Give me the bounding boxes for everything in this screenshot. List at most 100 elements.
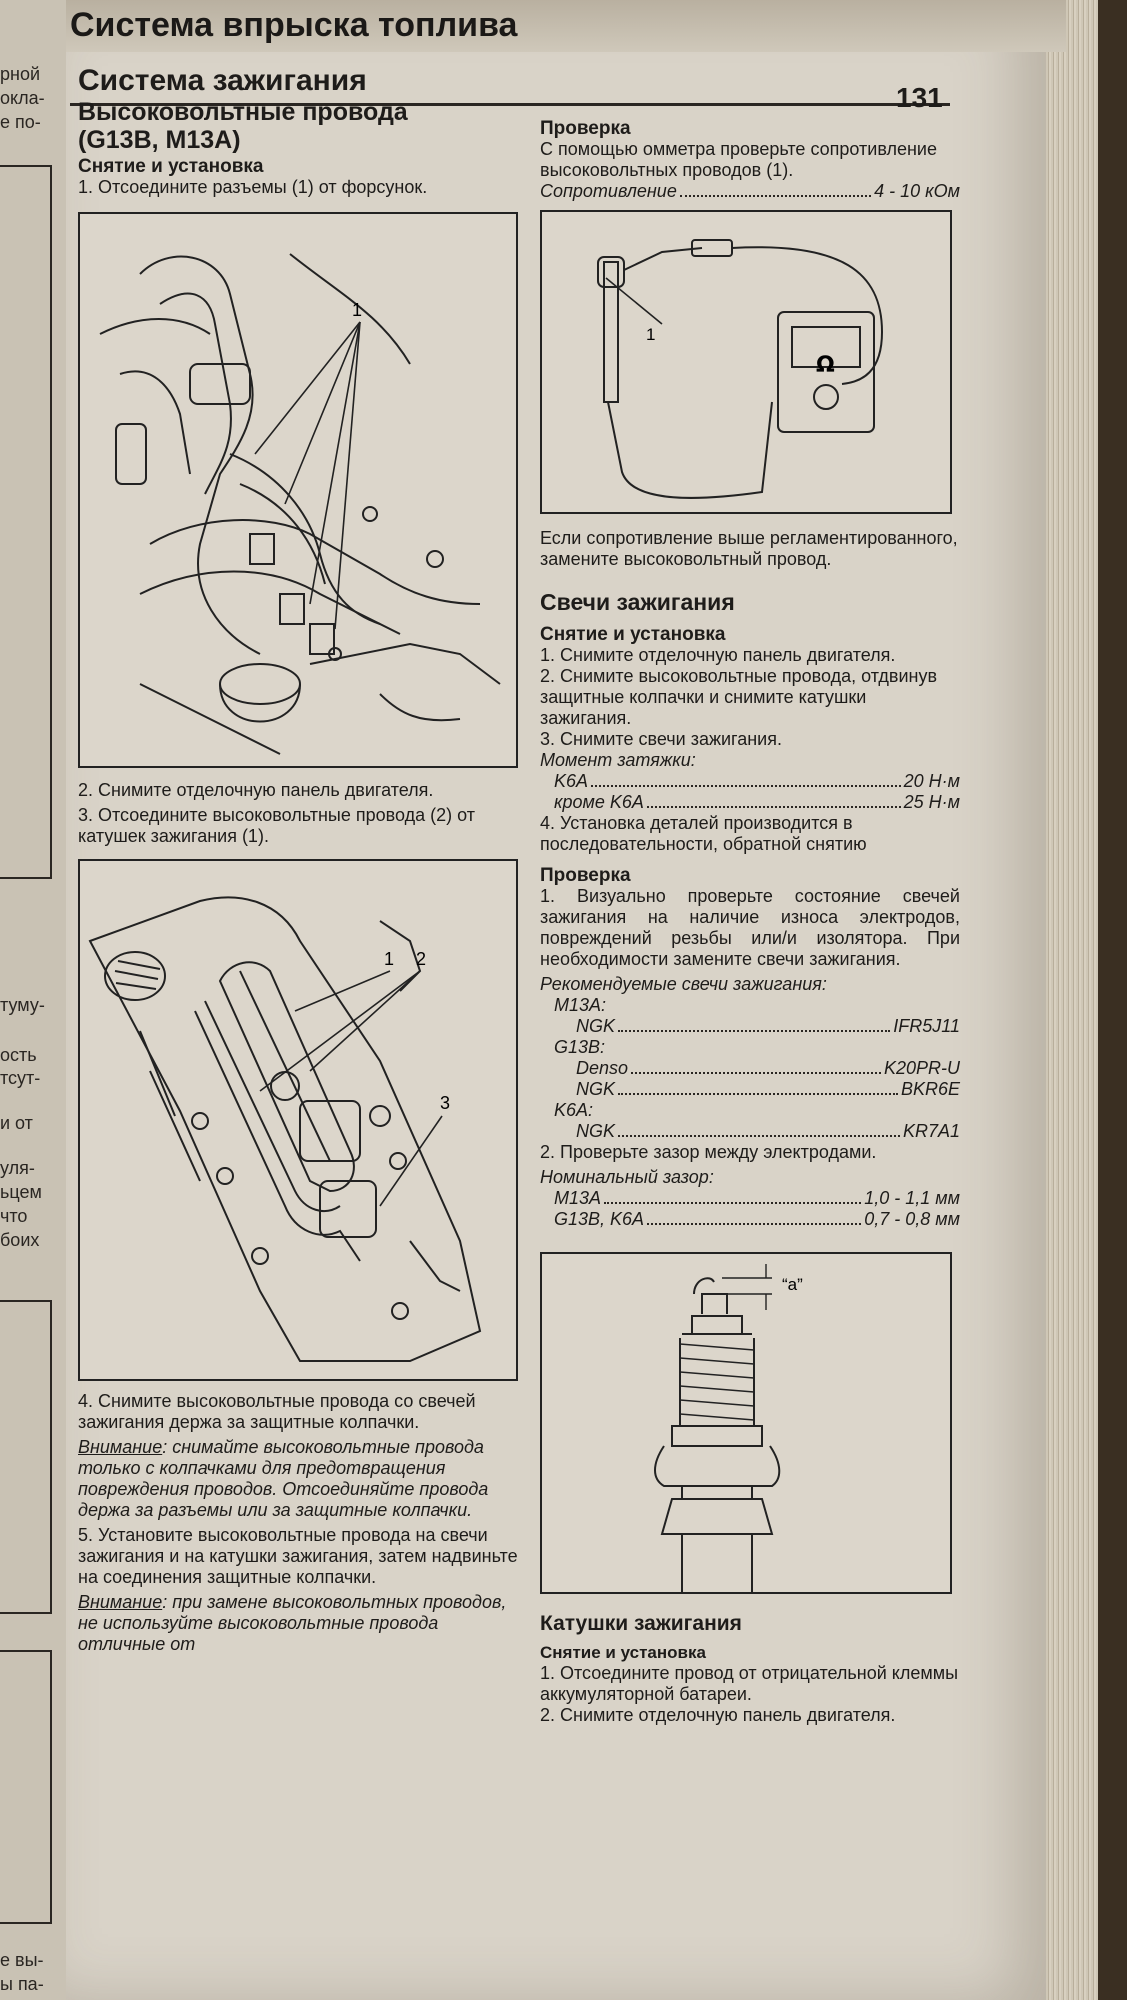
plug-brand: NGK: [576, 1121, 616, 1141]
warning-2-text: : при замене высоковольтных проводов, не…: [78, 1592, 507, 1654]
facing-page-fragment: и от: [0, 1113, 33, 1133]
facing-page-fragment: тсут-: [0, 1068, 41, 1088]
gap-label: Номинальный зазор:: [540, 1167, 714, 1187]
torque-key: кроме K6A: [554, 792, 644, 812]
torque-row: кроме K6A 25 Н·м: [540, 792, 960, 813]
engine-k6a: K6A:: [554, 1100, 594, 1120]
engine-m13a: M13A:: [554, 995, 607, 1015]
spark-plug-drawing: “a”: [654, 1264, 803, 1592]
header-band: [66, 0, 1066, 52]
facing-page-figure: [0, 1300, 52, 1614]
gap-row: M13A 1,0 - 1,1 мм: [540, 1188, 960, 1209]
plug-brand: NGK: [576, 1016, 616, 1036]
torque-key: K6A: [554, 771, 589, 791]
resistance-note: Если сопротивление выше регламентированн…: [540, 528, 958, 569]
torque-value: 25 Н·м: [903, 792, 960, 812]
leader-dots: [618, 1079, 898, 1095]
plug-row: NGK IFR5J11: [540, 1016, 960, 1037]
running-title: Система впрыска топлива: [70, 6, 518, 44]
header-rule: [70, 103, 950, 106]
plug-model: K20PR-U: [883, 1058, 960, 1078]
figure-spark-plug-gap: “a”: [540, 1252, 952, 1594]
facing-page-fragment: ьцем: [0, 1182, 42, 1202]
resistance-value: 4 - 10 кОм: [874, 181, 960, 201]
facing-page: рной окла- е по- туму- ость тсут- и от у…: [0, 0, 70, 2000]
figure-ohmmeter: 1 Ω: [540, 210, 952, 514]
facing-page-fragment: рной: [0, 64, 41, 84]
plug-model: IFR5J11: [893, 1016, 960, 1036]
facing-page-fragment: что: [0, 1206, 28, 1226]
warning-1-text: : снимайте высоковольтные провода только…: [78, 1437, 489, 1520]
fig2-callout-2: 2: [416, 949, 426, 969]
engine-injector-drawing: 1: [99, 253, 501, 755]
fig4-callout-a: “a”: [782, 1275, 803, 1294]
recommended-label: Рекомендуемые свечи зажигания:: [540, 974, 827, 994]
leader-dots: [679, 181, 872, 197]
plug-model: KR7A1: [902, 1121, 960, 1141]
warning-2: Внимание: при замене высоковольтных пров…: [78, 1592, 518, 1655]
leader-dots: [631, 1058, 881, 1074]
leader-dots: [647, 1209, 862, 1225]
ohm-symbol: Ω: [816, 353, 835, 378]
resistance-label: Сопротивление: [540, 181, 677, 201]
resistance-spec: Сопротивление 4 - 10 кОм: [540, 181, 960, 202]
fig3-callout-1: 1: [646, 325, 655, 344]
removal-heading: Снятие и установка: [78, 156, 264, 177]
fig2-callout-1: 1: [384, 949, 394, 969]
leader-dots: [604, 1188, 862, 1204]
engine-g13b: G13B:: [554, 1037, 606, 1057]
ohmmeter-drawing: 1 Ω: [597, 239, 884, 499]
coils-title: Катушки зажигания: [540, 1612, 742, 1635]
plug-model: BKR6E: [900, 1079, 960, 1099]
coils-removal-heading: Снятие и установка: [540, 1643, 706, 1662]
facing-page-fragment: туму-: [0, 995, 45, 1015]
leader-dots: [618, 1121, 900, 1137]
figure-coils-wires: 1 2 3: [78, 859, 518, 1381]
facing-page-fragment: е вы-: [0, 1950, 44, 1970]
coils-step-2: 2. Снимите отделочную панель двигателя.: [540, 1705, 896, 1725]
gap-row: G13B, K6A 0,7 - 0,8 мм: [540, 1209, 960, 1230]
warning-2-label: Внимание: [78, 1592, 163, 1612]
plug-brand: Denso: [576, 1058, 629, 1078]
check-heading: Проверка: [540, 118, 631, 139]
plug-row: Denso K20PR-U: [540, 1058, 960, 1079]
leader-dots: [646, 792, 901, 808]
step-5: 5. Установите высоковольтные провода на …: [78, 1525, 518, 1587]
section-title: Система зажигания: [78, 64, 367, 97]
facing-page-figure: [0, 165, 52, 879]
ignition-coil-drawing: 1 2 3: [88, 896, 482, 1362]
plug-brand: NGK: [576, 1079, 616, 1099]
torque-label: Момент затяжки:: [540, 750, 696, 770]
torque-value: 20 Н·м: [903, 771, 960, 791]
fig2-callout-3: 3: [440, 1093, 450, 1113]
step-2: 2. Снимите отделочную панель двигателя.: [78, 780, 434, 800]
page-number: 131: [896, 82, 943, 113]
warning-1: Внимание: снимайте высоковольтные провод…: [78, 1437, 518, 1521]
gap-key: M13A: [554, 1188, 602, 1208]
right-column: Проверка С помощью омметра проверьте соп…: [540, 118, 960, 1726]
left-column: Система зажигания Высоковольтные провода…: [78, 64, 518, 1655]
gap-value: 1,0 - 1,1 мм: [864, 1188, 960, 1208]
facing-page-fragment: окла-: [0, 88, 45, 108]
plugs-step-2: 2. Снимите высоковольтные провода, отдви…: [540, 666, 938, 728]
facing-page-figure: [0, 1650, 52, 1924]
plugs-step-3: 3. Снимите свечи зажигания.: [540, 729, 782, 749]
torque-row: K6A 20 Н·м: [540, 771, 960, 792]
plug-row: NGK BKR6E: [540, 1079, 960, 1100]
check-text: С помощью омметра проверьте сопротивлени…: [540, 139, 938, 180]
facing-page-fragment: е по-: [0, 112, 41, 132]
step-3: 3. Отсоедините высоковольтные провода (2…: [78, 805, 475, 846]
page-edge-stack: [1046, 0, 1098, 2000]
facing-page-fragment: ость: [0, 1045, 37, 1065]
leader-dots: [618, 1016, 891, 1032]
gap-key: G13B, K6A: [554, 1209, 645, 1229]
plug-row: NGK KR7A1: [540, 1121, 960, 1142]
facing-page-fragment: уля-: [0, 1158, 35, 1178]
step-1: 1. Отсоедините разъемы (1) от форсунок.: [78, 177, 428, 197]
plugs-removal-heading: Снятие и установка: [540, 624, 726, 645]
fig1-callout-1: 1: [352, 300, 362, 320]
plugs-title: Свечи зажигания: [540, 589, 735, 615]
plugs-check-2: 2. Проверьте зазор между электродами.: [540, 1142, 877, 1162]
step-4: 4. Снимите высоковольтные провода со све…: [78, 1391, 476, 1432]
plugs-check-heading: Проверка: [540, 865, 631, 886]
